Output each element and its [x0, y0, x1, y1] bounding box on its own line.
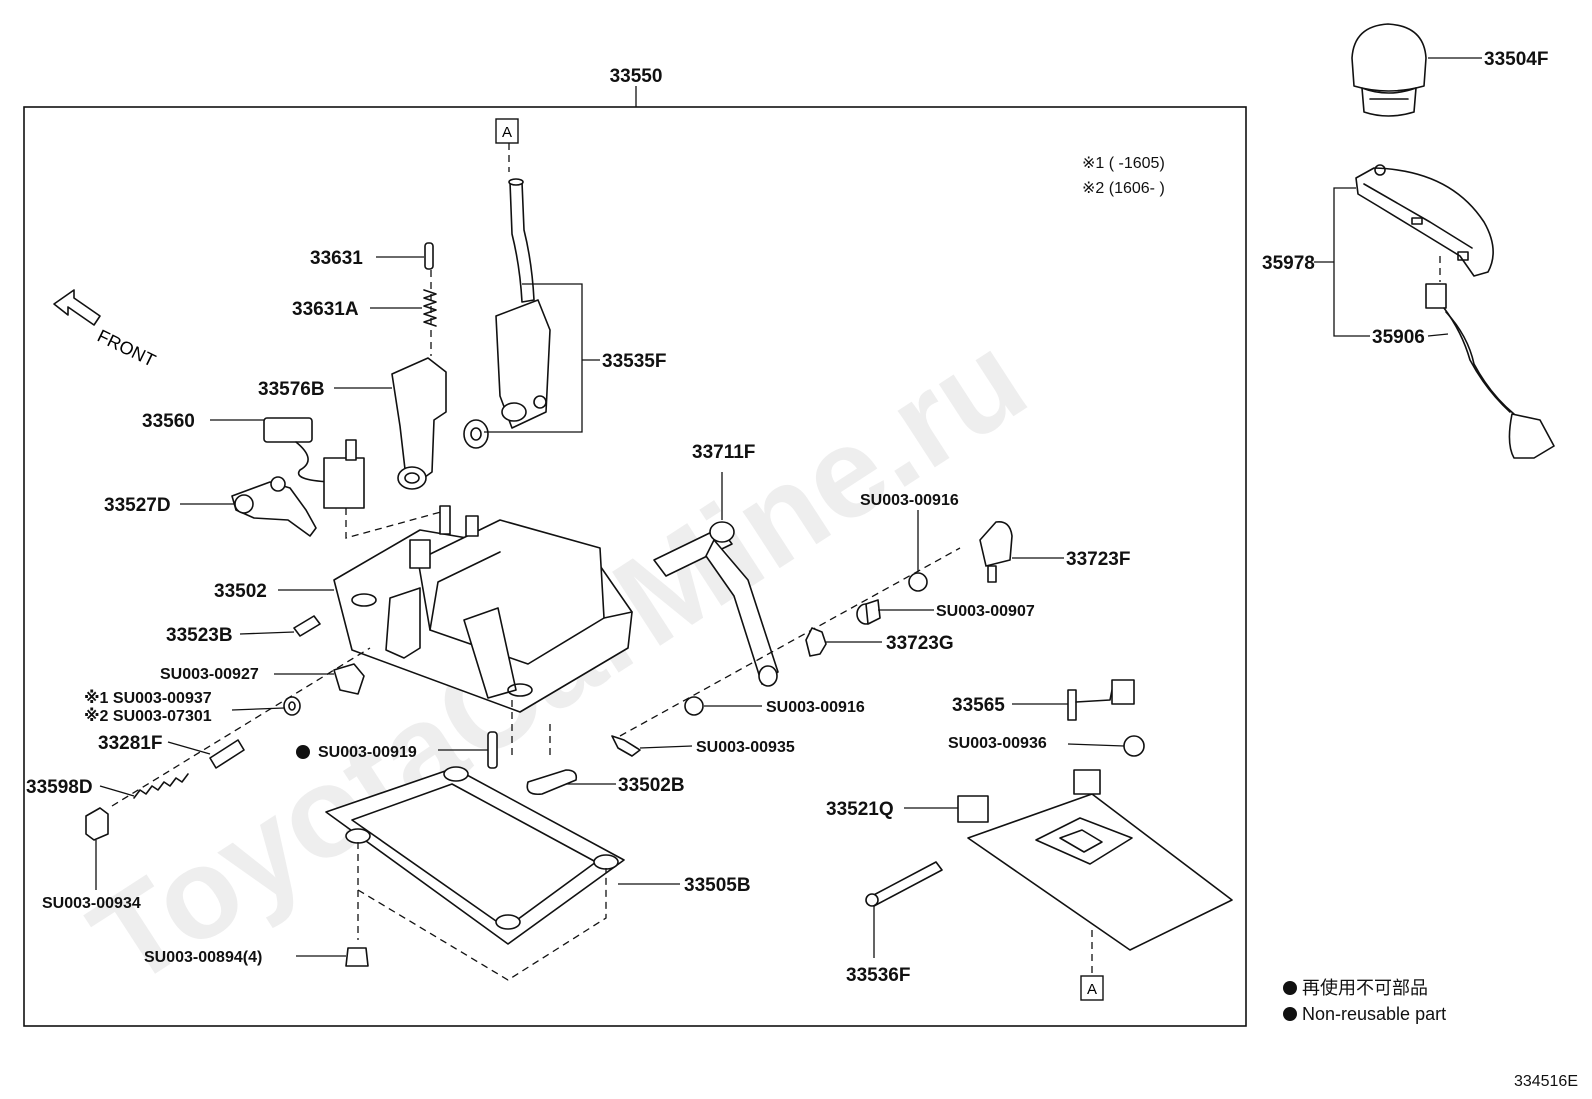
washer-00936-drawing [1123, 735, 1145, 757]
base-plate-drawing [325, 766, 625, 981]
svg-text:A: A [1087, 981, 1097, 998]
label-33502B: 33502B [618, 775, 685, 796]
legend-en: Non-reusable part [1302, 1004, 1446, 1024]
label-su00934: SU003-00934 [42, 895, 141, 912]
connector-a-top: A [495, 118, 519, 172]
label-33535F: 33535F [602, 351, 666, 372]
label-su00894: SU003-00894(4) [144, 949, 262, 966]
shift-lever-drawing [463, 178, 551, 449]
label-33576B: 33576B [258, 379, 325, 400]
shift-housing-drawing [333, 505, 633, 713]
label-su00916-top: SU003-00916 [860, 492, 959, 509]
right-axis-dash [619, 547, 961, 737]
legend-bullet-1 [1283, 981, 1297, 995]
label-33523B: 33523B [166, 625, 233, 646]
indicator-bezel-drawing [1355, 164, 1494, 282]
svg-text:A: A [502, 124, 512, 141]
label-35978: 35978 [1262, 253, 1315, 274]
spring-33598d-drawing [133, 773, 189, 799]
label-33723F: 33723F [1066, 549, 1130, 570]
label-su00937: ※1 SU003-00937 [84, 689, 212, 707]
label-33631: 33631 [310, 248, 363, 269]
label-33711F: 33711F [692, 442, 755, 463]
bracket-35978-35906 [1333, 187, 1370, 337]
label-33598D: 33598D [26, 777, 93, 798]
rod-33536f-drawing [867, 861, 943, 907]
switch-33565-drawing [1067, 679, 1135, 721]
label-su00935: SU003-00935 [696, 739, 795, 756]
bracket-33723f-drawing [979, 520, 1013, 567]
stud-33723f-drawing [987, 565, 997, 583]
label-33723G: 33723G [886, 633, 954, 654]
label-33505B: 33505B [684, 875, 751, 896]
spring-33631a-drawing [423, 289, 437, 327]
assembly-frame [23, 106, 1247, 1027]
label-33502: 33502 [214, 581, 267, 602]
label-33631A: 33631A [292, 299, 359, 320]
pin-33631-drawing [424, 242, 434, 270]
label-33521Q: 33521Q [826, 799, 894, 820]
figure-code: 334516E [1514, 1073, 1578, 1090]
label-su00936: SU003-00936 [948, 735, 1047, 752]
bracket-33535F [484, 283, 583, 433]
connector-a-bottom: A [1080, 930, 1104, 1001]
washer-00916-top-drawing [908, 572, 928, 592]
washer-00937-drawing [283, 696, 301, 716]
label-35906: 35906 [1372, 327, 1425, 348]
pin-33523b-drawing [293, 615, 321, 637]
link-33711f-drawing [653, 521, 779, 687]
label-su00916-bottom: SU003-00916 [766, 699, 865, 716]
label-33527D: 33527D [104, 495, 171, 516]
pin-00919-drawing [487, 731, 498, 769]
label-su07301: ※2 SU003-07301 [84, 707, 212, 725]
solenoid-drawing [263, 417, 365, 509]
label-33560: 33560 [142, 411, 195, 432]
bolt-00894-drawing [345, 947, 369, 967]
shift-knob-drawing [1351, 23, 1427, 117]
detent-plate-drawing [391, 270, 447, 490]
label-su00907: SU003-00907 [936, 603, 1035, 620]
legend-bullet-2 [1283, 1007, 1297, 1021]
legend-jp: 再使用不可部品 [1302, 978, 1428, 998]
label-su00919: SU003-00919 [318, 744, 417, 761]
bushing-00907-drawing [856, 599, 881, 625]
clip-00935-drawing [611, 735, 641, 757]
label-su00927: SU003-00927 [160, 666, 259, 683]
front-arrow: FRONT [53, 289, 159, 371]
rod-33536f-head [865, 893, 879, 907]
lock-cam-drawing [231, 476, 317, 537]
grommet-33502b-drawing [526, 769, 578, 796]
note-1: ※1 ( -1605) [1082, 155, 1165, 172]
washer-00916-bottom-drawing [684, 696, 704, 716]
indicator-housing-drawing [957, 769, 1233, 951]
wire-harness-drawing [1425, 283, 1555, 459]
pin-33281f-drawing [209, 739, 245, 769]
label-33565: 33565 [952, 695, 1005, 716]
nonreusable-marker-00919 [296, 745, 310, 759]
solenoid-to-base-dash [345, 508, 449, 539]
note-2: ※2 (1606- ) [1082, 180, 1165, 197]
front-label: FRONT [94, 326, 158, 371]
assembly-label: 33550 [610, 66, 663, 87]
gear-33723g-drawing [805, 627, 827, 657]
clip-00927-drawing [333, 663, 365, 695]
label-33504F: 33504F [1484, 49, 1548, 70]
label-33281F: 33281F [98, 733, 162, 754]
label-33536F: 33536F [846, 965, 910, 986]
block-00934-drawing [85, 807, 109, 841]
